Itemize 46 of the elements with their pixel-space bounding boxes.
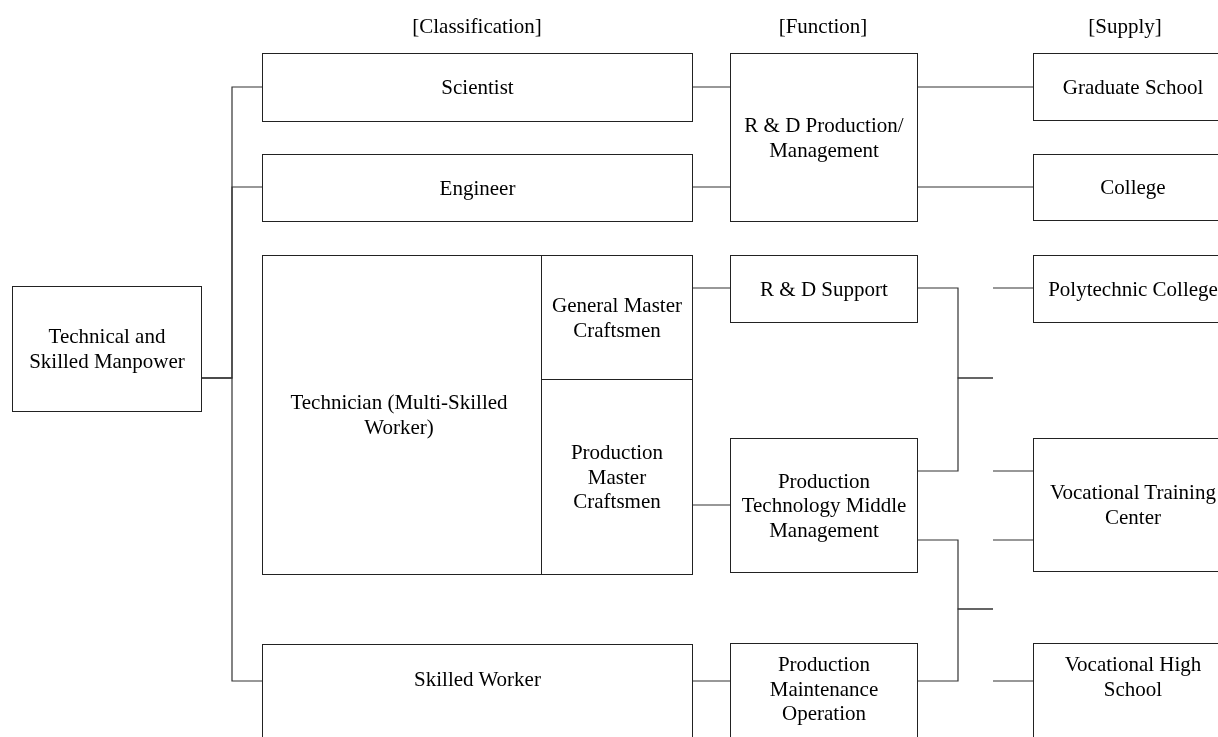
column-heading: [Supply] [1088,14,1162,39]
connector-line [917,86,1034,88]
node-label: R & D Production/ Management [743,112,905,163]
connector-line [917,377,994,472]
function-box [730,255,918,323]
connector-line [992,287,1034,289]
node-label: Graduate School [1062,74,1204,100]
node-label: Production Master Craftsmen [569,440,665,514]
supply-box [1033,255,1218,323]
subcategory-box [541,379,692,574]
node-label: Production Maintenance Operation [768,652,880,726]
category-box [262,644,693,737]
node-label: Technician (Multi-Skilled Worker) [289,390,509,440]
node-label: Polytechnic College [1048,276,1218,302]
root-box [12,286,202,412]
connector-line [992,470,1034,472]
supply-box [1033,154,1218,221]
connector-line [692,680,731,682]
supply-box [1033,438,1218,572]
connector-line [917,186,1034,188]
category-box [262,154,693,222]
node-label: Vocational Training Center [1049,480,1217,530]
node-label: Scientist [441,75,514,100]
node-label: Engineer [439,175,516,201]
category-box [262,53,693,122]
node-label: Production Technology Middle Management [740,468,908,543]
function-box [730,438,918,573]
function-box [730,643,918,737]
connector-line [692,186,731,188]
node-label: College [1100,175,1166,200]
supply-box [1033,643,1218,737]
connector-line [992,680,1034,682]
supply-box [1033,53,1218,121]
node-label: Skilled Worker [414,667,541,692]
function-box [730,53,918,222]
column-heading: [Function] [778,14,868,39]
category-box [262,255,693,575]
node-label: General Master Craftsmen [551,293,683,343]
node-label: Technical and Skilled Manpower [28,324,186,374]
column-heading: [Classification] [412,14,542,39]
connector-line [917,608,994,682]
connector-line [992,539,1034,541]
connector-line [692,86,731,88]
node-label: R & D Support [760,276,888,302]
node-label: Vocational High School [1063,652,1203,702]
connector-line [201,377,263,682]
